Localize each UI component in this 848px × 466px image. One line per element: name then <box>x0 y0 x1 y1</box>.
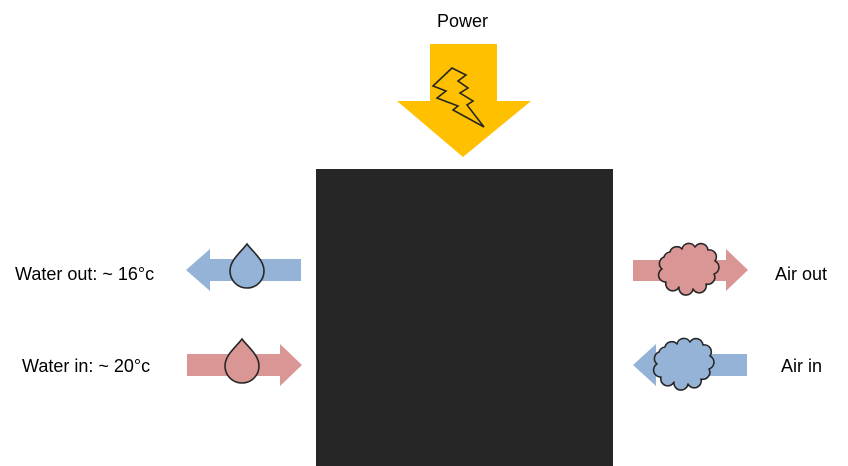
air-in-label: Air in <box>781 356 823 376</box>
water-in-arrow <box>187 337 302 386</box>
air-out-label: Air out <box>775 264 828 284</box>
cloud-icon <box>652 337 715 391</box>
air-out-arrow <box>633 242 748 296</box>
central-unit-box <box>316 169 613 466</box>
water-out-label: Water out: ~ 16°c <box>15 264 155 284</box>
air-in-arrow <box>633 337 747 391</box>
power-arrow <box>397 44 531 157</box>
cloud-icon <box>657 242 720 296</box>
water-drop-icon <box>224 337 260 384</box>
power-arrow-shape <box>397 44 531 157</box>
water-in-label: Water in: ~ 20°c <box>22 356 151 376</box>
water-drop-icon <box>229 242 265 289</box>
power-label: Power <box>437 11 489 31</box>
water-out-arrow <box>186 242 301 291</box>
lightning-bolt-icon <box>431 67 485 128</box>
